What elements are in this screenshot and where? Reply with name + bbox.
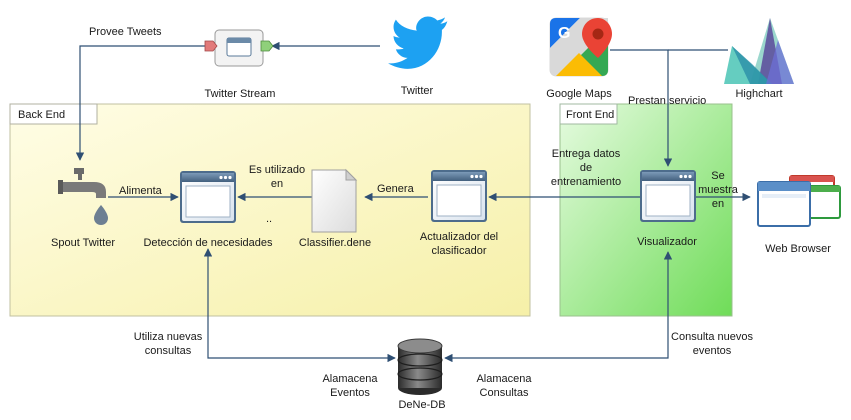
connectors bbox=[75, 41, 751, 363]
google-maps-icon: G bbox=[549, 17, 612, 77]
classifier-document-icon bbox=[311, 168, 358, 233]
back-end-title: Back End bbox=[18, 109, 66, 121]
classifier-label: Classifier.dene bbox=[298, 237, 372, 249]
web-browser-icon bbox=[757, 175, 841, 227]
provee-tweets-label: Provee Tweets bbox=[89, 26, 162, 38]
deteccion-window-icon bbox=[179, 170, 237, 224]
visualizador-window-icon bbox=[639, 169, 697, 223]
prestan-servicio-label: Prestan servicio bbox=[628, 95, 707, 107]
actualizador-label: Actualizador del clasificador bbox=[419, 231, 499, 257]
genera-label: Genera bbox=[377, 183, 414, 195]
highchart-icon bbox=[724, 18, 794, 84]
twitter-bird-icon bbox=[388, 16, 448, 69]
consulta-nuevos-eventos-label: Consulta nuevos eventos bbox=[671, 331, 753, 357]
twitter-stream-icon bbox=[204, 29, 274, 67]
alamacena-consultas-label: Alamacena Consultas bbox=[476, 373, 532, 399]
dots-label: .. bbox=[266, 213, 273, 225]
dene-db-icon bbox=[397, 338, 443, 395]
entrega-datos-label: Entrega datos de entrenamiento bbox=[550, 148, 622, 188]
svg-text:G: G bbox=[558, 25, 570, 42]
google-maps-label: Google Maps bbox=[546, 88, 612, 100]
actualizador-window-icon bbox=[430, 169, 488, 223]
highchart-label: Highchart bbox=[735, 88, 783, 100]
se-muestra-en-label: Se muestra en bbox=[698, 170, 738, 210]
front-end-title: Front End bbox=[566, 109, 615, 121]
alimenta-label: Alimenta bbox=[119, 185, 162, 197]
dene-db-label: DeNe-DB bbox=[398, 399, 446, 411]
deteccion-label: Detección de necesidades bbox=[143, 237, 273, 249]
visualizador-label: Visualizador bbox=[637, 236, 697, 248]
alamacena-eventos-label: Alamacena Eventos bbox=[322, 373, 378, 399]
twitter-stream-label: Twitter Stream bbox=[204, 88, 276, 100]
edge-deteccion-db bbox=[203, 248, 396, 363]
edge-visualizador-db bbox=[444, 251, 673, 363]
twitter-label: Twitter bbox=[400, 85, 434, 97]
spout-twitter-icon bbox=[58, 168, 108, 225]
web-browser-label: Web Browser bbox=[765, 243, 831, 255]
utiliza-nuevas-consultas-label: Utiliza nuevas consultas bbox=[133, 331, 203, 357]
edge-provee-tweets bbox=[75, 45, 205, 161]
es-utilizado-en-label: Es utilizado en bbox=[248, 164, 306, 190]
spout-twitter-label: Spout Twitter bbox=[51, 237, 115, 249]
